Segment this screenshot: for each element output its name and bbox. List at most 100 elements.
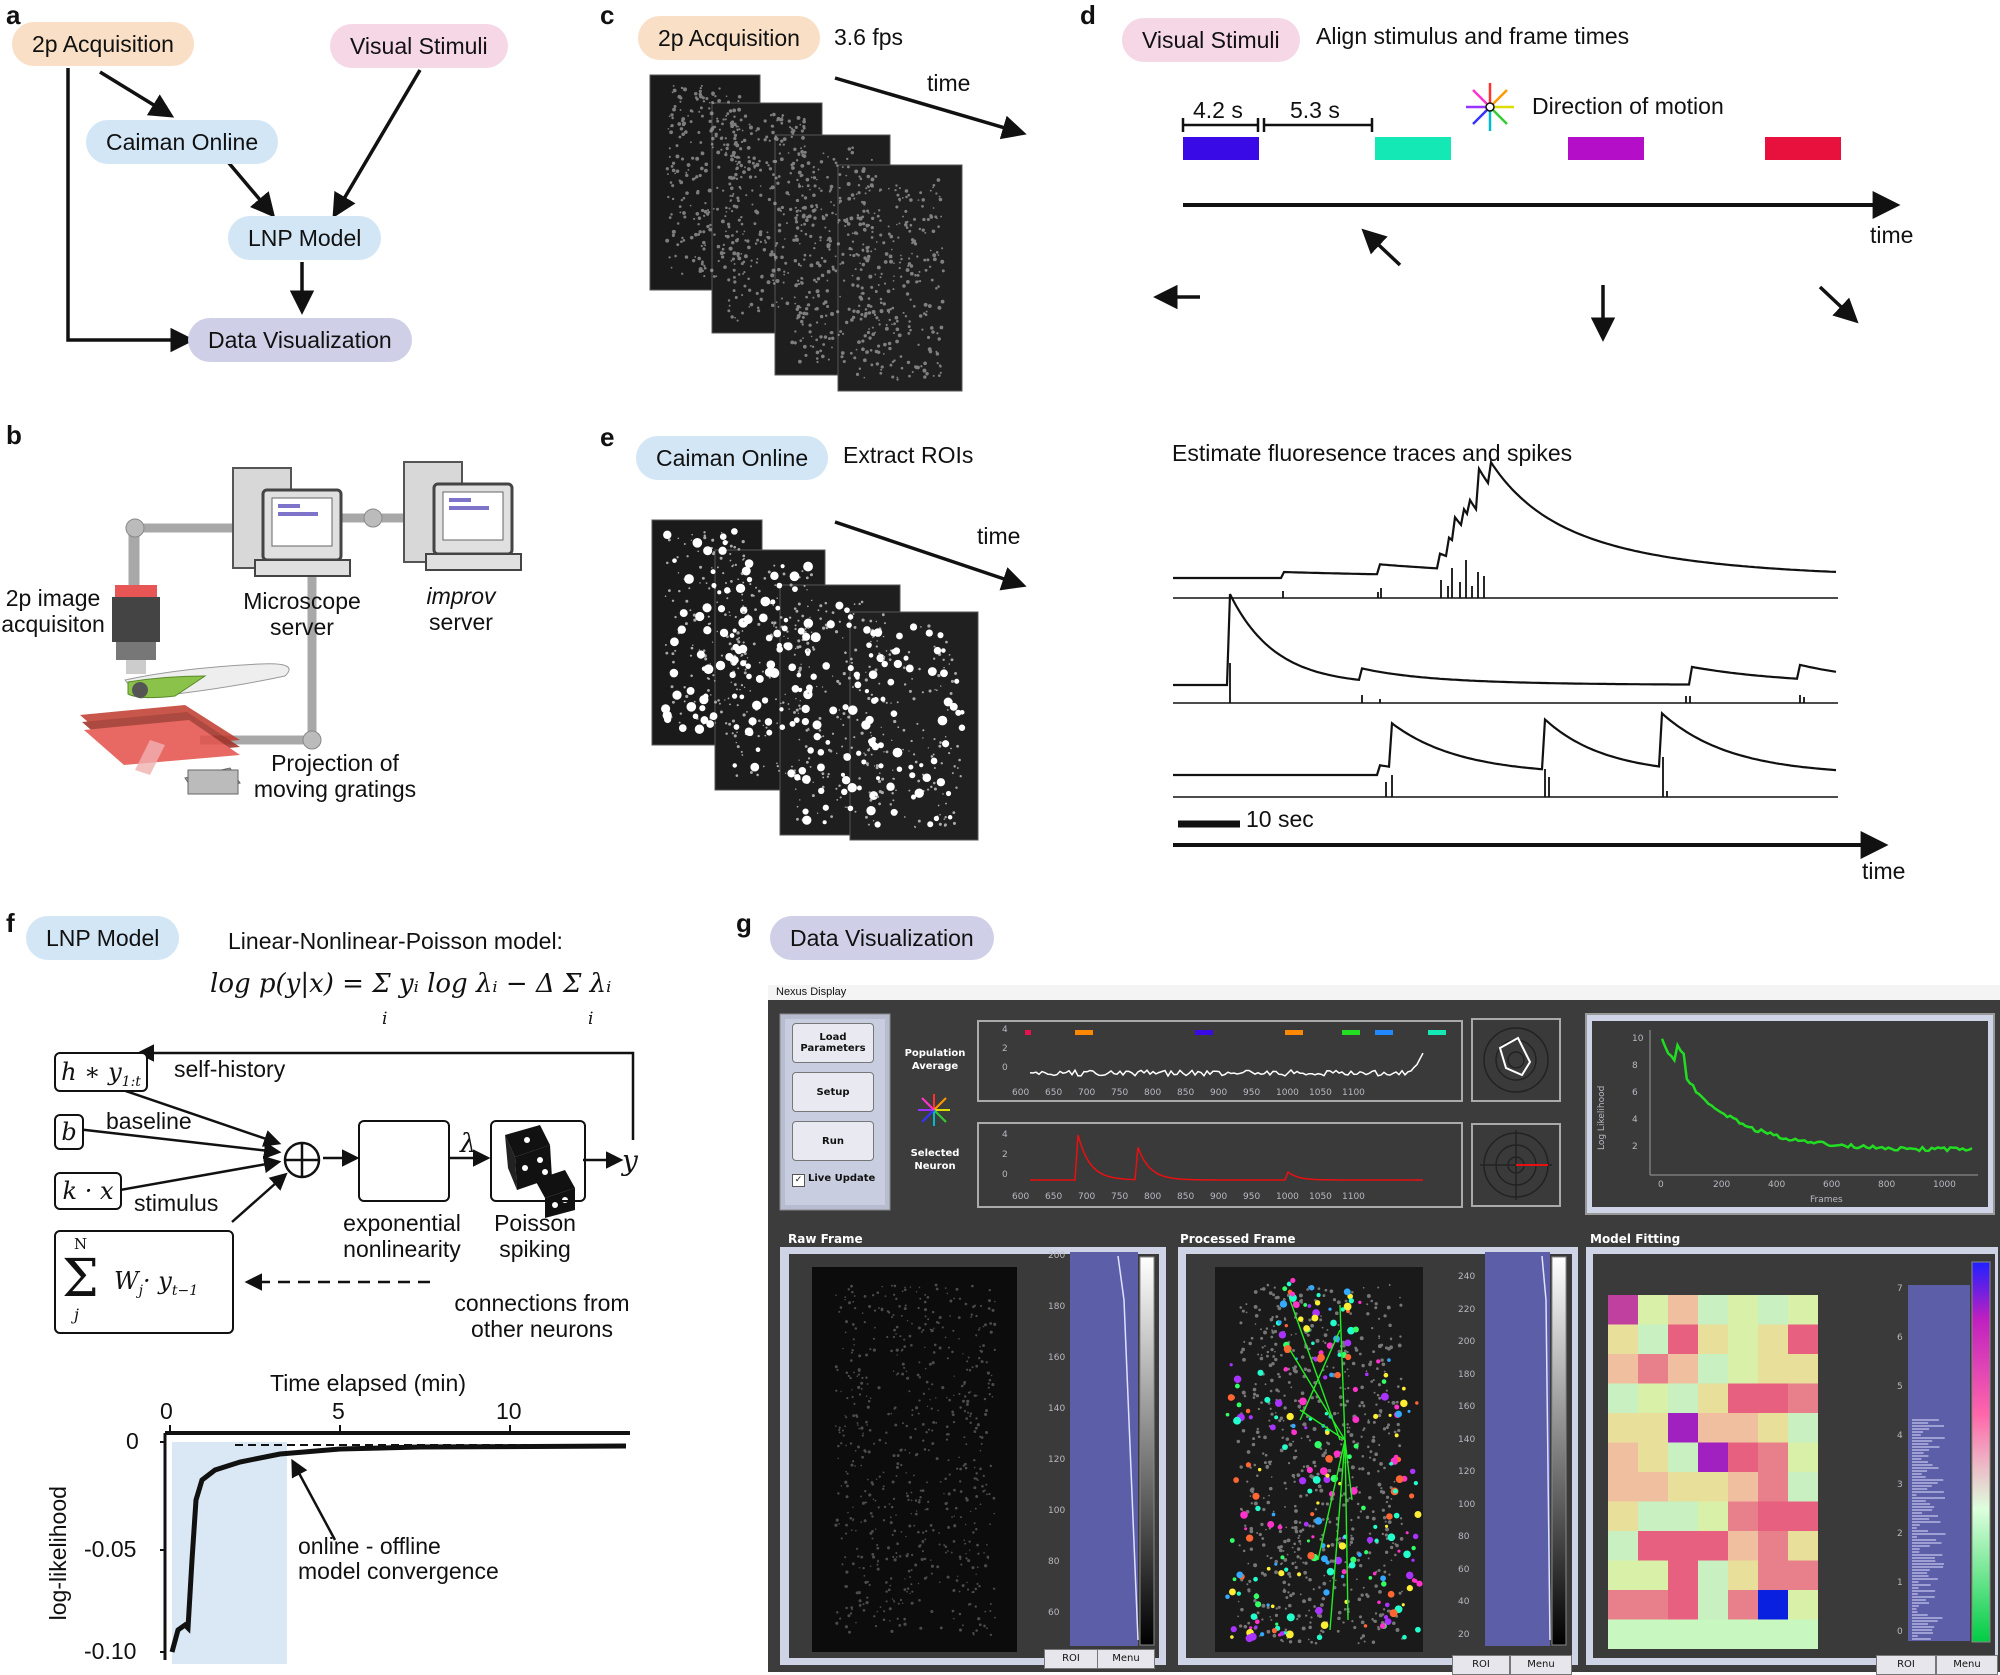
stimulus-timeline <box>1153 83 1901 342</box>
raw-frame-title: Raw Frame <box>788 1232 863 1246</box>
model-roi-tab[interactable]: ROI <box>1876 1655 1936 1675</box>
label-time-e: time <box>977 523 1021 549</box>
panel-letter-g: g <box>736 908 752 938</box>
ll-xlabel: Frames <box>1810 1195 1843 1205</box>
model-menu-tab[interactable]: Menu <box>1936 1655 1998 1675</box>
image-stack-e <box>651 519 979 841</box>
proc-menu-tab[interactable]: Menu <box>1510 1655 1572 1675</box>
ytick-005: -0.05 <box>84 1536 137 1562</box>
label-self-history: self-history <box>174 1056 286 1082</box>
label-direction-of-motion: Direction of motion <box>1532 93 1724 119</box>
label-time-e2: time <box>1862 858 1906 884</box>
ll-xtick: 1000 <box>1933 1180 1956 1190</box>
model-ytick: 1 <box>1897 1578 1903 1588</box>
raw-ytick: 200 <box>1048 1251 1066 1261</box>
direction-wheel-icon <box>1466 83 1514 131</box>
pill-caiman-online: Caiman Online <box>86 120 279 164</box>
pop-xtick: 650 <box>1045 1088 1063 1098</box>
ll-ylabel: Log Likelihood <box>1597 1085 1607 1150</box>
ll-ytick: 10 <box>1632 1034 1644 1044</box>
pop-xtick: 750 <box>1111 1088 1129 1098</box>
live-update-checkbox[interactable]: ✓ <box>792 1174 805 1187</box>
sel-xtick: 1050 <box>1309 1192 1332 1202</box>
label-scale-bar: 10 sec <box>1246 806 1314 832</box>
xtick-10: 10 <box>496 1398 522 1424</box>
nexus-window <box>768 985 2000 1672</box>
setup-button[interactable]: Setup <box>792 1072 874 1112</box>
proc-ytick: 20 <box>1458 1629 1470 1640</box>
pop-xtick: 850 <box>1177 1088 1195 1098</box>
pop-xtick: 950 <box>1243 1088 1261 1098</box>
stim-bar-1 <box>1183 137 1259 160</box>
ll-ytick: 4 <box>1632 1115 1638 1125</box>
box-baseline: b <box>54 1114 84 1150</box>
pill-visual-stimuli: Visual Stimuli <box>330 24 508 68</box>
label-time-c: time <box>927 70 971 96</box>
run-button[interactable]: Run <box>792 1121 874 1161</box>
proc-ytick: 240 <box>1458 1272 1476 1282</box>
panel-letter-f: f <box>6 908 15 938</box>
stim-bar-4 <box>1765 137 1841 160</box>
sel-xtick: 700 <box>1078 1192 1096 1202</box>
load-parameters-button[interactable]: Load Parameters <box>792 1023 874 1063</box>
ll-ytick: 8 <box>1632 1061 1638 1071</box>
plot-title: Time elapsed (min) <box>270 1370 466 1396</box>
pill-2p-acquisition: 2p Acquisition <box>12 22 194 66</box>
sel-ytick: 4 <box>1002 1130 1008 1140</box>
box-poisson <box>490 1120 586 1202</box>
panel-letter-b: b <box>6 420 22 450</box>
ll-xtick: 400 <box>1768 1180 1786 1190</box>
image-stack-c <box>649 74 963 392</box>
pop-xtick: 1000 <box>1276 1088 1299 1098</box>
ytick-010: -0.10 <box>84 1638 137 1664</box>
proc-ytick: 60 <box>1458 1564 1470 1575</box>
sel-xtick: 900 <box>1210 1192 1228 1202</box>
model-ytick: 7 <box>1897 1284 1903 1294</box>
xtick-5: 5 <box>332 1398 345 1424</box>
label-fps: 3.6 fps <box>834 24 904 50</box>
proc-roi-tab[interactable]: ROI <box>1452 1655 1510 1675</box>
time-arrow-c <box>834 76 1027 140</box>
box-exp-nonlinearity <box>358 1120 450 1202</box>
pill-caiman-online-e: Caiman Online <box>636 436 829 480</box>
ll-xtick: 0 <box>1658 1180 1664 1190</box>
raw-roi-tab[interactable]: ROI <box>1044 1649 1098 1669</box>
eq-sub-2: i <box>588 1009 594 1029</box>
model-fitting-title: Model Fitting <box>1590 1232 1681 1246</box>
eq-sub-1: i <box>382 1009 388 1029</box>
model-ytick: 6 <box>1897 1333 1903 1343</box>
label-estimate-traces: Estimate fluoresence traces and spikes <box>1172 440 1573 466</box>
pill-visual-stimuli-d: Visual Stimuli <box>1122 18 1300 62</box>
proc-ytick: 120 <box>1458 1467 1476 1477</box>
plot-ylabel: log-likelihood <box>44 1486 71 1621</box>
raw-ytick: 80 <box>1048 1557 1060 1567</box>
label-duration-2: 5.3 s <box>1290 97 1340 123</box>
convergence-plot <box>160 1425 630 1664</box>
sel-xtick: 750 <box>1111 1192 1129 1202</box>
raw-menu-tab[interactable]: Menu <box>1097 1649 1155 1669</box>
ll-ytick: 2 <box>1632 1142 1638 1152</box>
microscope-apparatus <box>80 461 522 795</box>
equation: log p(y|x) = Σ yᵢ log λᵢ − Δ Σ λᵢ <box>210 969 612 999</box>
pop-ytick: 4 <box>1002 1025 1008 1035</box>
sel-xtick: 950 <box>1243 1192 1261 1202</box>
panel-letter-a: a <box>6 0 21 30</box>
proc-ytick: 40 <box>1458 1597 1470 1607</box>
box-connections-sum: N Σ j Wj· yt−1 <box>54 1230 234 1334</box>
pop-ytick: 2 <box>1002 1044 1008 1054</box>
stim-bar-2 <box>1375 137 1451 160</box>
fluorescence-traces <box>1173 459 1889 859</box>
label-stimulus: stimulus <box>134 1190 219 1216</box>
raw-ytick: 100 <box>1048 1506 1066 1516</box>
pill-lnp-model-f: LNP Model <box>26 916 180 960</box>
pop-xtick: 600 <box>1012 1088 1030 1098</box>
proc-ytick: 80 <box>1458 1532 1470 1542</box>
time-arrow-e <box>834 520 1027 591</box>
